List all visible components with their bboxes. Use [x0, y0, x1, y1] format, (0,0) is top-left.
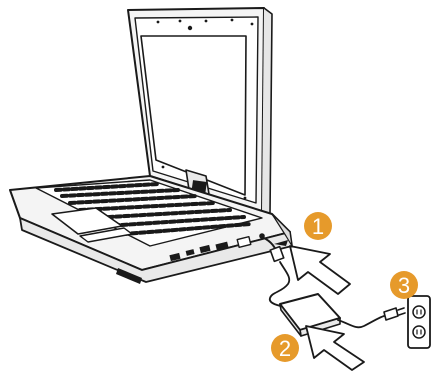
step-marker-3: 3 — [390, 271, 418, 299]
dc-cable — [270, 262, 290, 308]
ac-plug — [384, 308, 405, 320]
arrow-step-2 — [306, 326, 364, 370]
arrow-step-1 — [290, 246, 350, 294]
step-marker-1: 1 — [304, 212, 332, 240]
step-1-number: 1 — [312, 214, 324, 239]
step-2-number: 2 — [279, 336, 291, 361]
ac-cord — [338, 316, 384, 327]
step-marker-2: 2 — [271, 334, 299, 362]
laptop — [10, 8, 292, 284]
webcam-icon — [188, 26, 192, 30]
wall-outlet — [408, 296, 430, 348]
step-3-number: 3 — [398, 273, 410, 298]
